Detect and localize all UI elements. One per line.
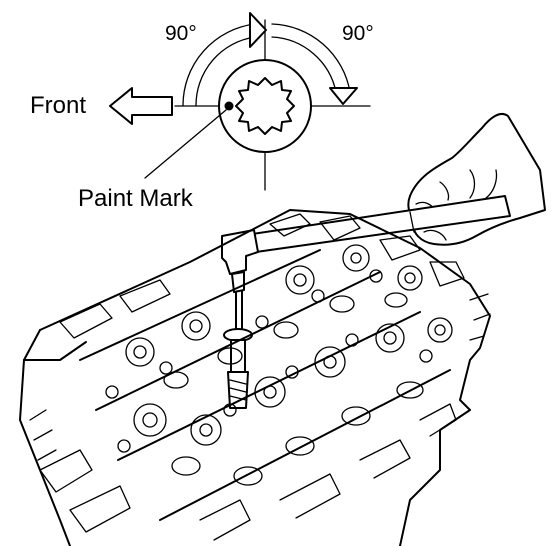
left-rotation-arc-inner <box>195 36 256 107</box>
paint-mark-dot <box>224 101 234 111</box>
front-label: Front <box>30 92 86 119</box>
paint-mark-leader-line <box>144 109 227 179</box>
angle-left-label: 90° <box>165 22 197 45</box>
right-rotation-arc <box>271 23 351 93</box>
left-rotation-arc <box>182 23 256 107</box>
left-arc-arrowhead <box>249 12 267 48</box>
rotation-diagram <box>109 12 371 191</box>
front-arrow-icon <box>109 87 173 125</box>
cylinder-head-icon <box>19 209 491 546</box>
right-arc-arrowhead <box>329 87 358 105</box>
angle-right-label: 90° <box>342 22 374 45</box>
torque-wrench-icon <box>221 195 511 409</box>
right-rotation-arc-inner <box>271 36 337 93</box>
paint-mark-label: Paint Mark <box>78 185 194 212</box>
twelve-point-socket-icon <box>235 77 295 135</box>
